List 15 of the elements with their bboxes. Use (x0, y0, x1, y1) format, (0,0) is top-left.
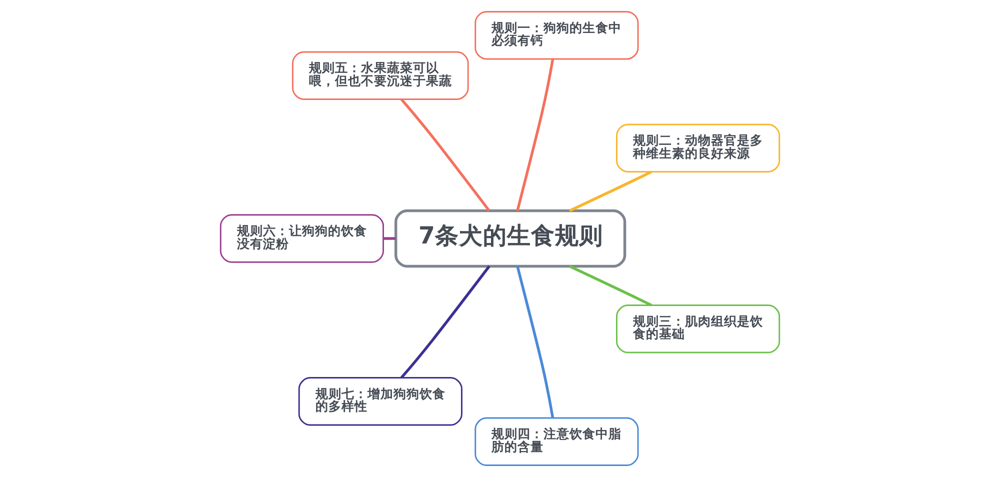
connector (383, 237, 396, 240)
node-box: 规则七：增加狗狗饮食的多样性 (298, 377, 462, 426)
connector (568, 265, 652, 306)
node-box: 规则六：让狗狗的饮食没有淀粉 (220, 214, 384, 263)
connector (400, 98, 490, 212)
node-box: 7条犬的生食规则 (394, 209, 626, 268)
node-box: 规则五：水果蔬菜可以喂，但也不要沉迷于果蔬 (292, 51, 469, 100)
node-box: 规则三：肌肉组织是饮食的基础 (616, 304, 780, 354)
node-box: 规则二：动物器官是多种维生素的良好来源 (616, 124, 780, 172)
node-box: 规则一：狗狗的生食中必须有钙 (474, 11, 639, 60)
connector (516, 58, 554, 212)
connector (568, 170, 652, 212)
connector (516, 266, 554, 418)
node-box: 规则四：注意饮食中脂肪的含量 (474, 417, 639, 466)
connector (400, 265, 490, 379)
